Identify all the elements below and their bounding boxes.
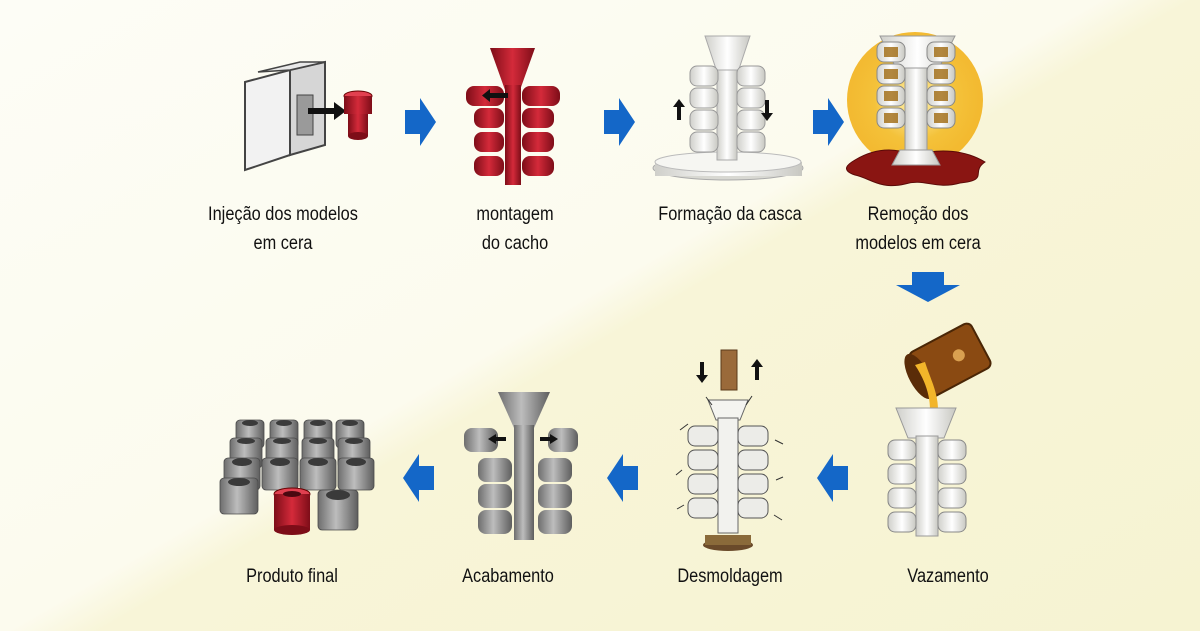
- step-label-knockout: Desmoldagem: [677, 566, 783, 587]
- step-label-pouring: Vazamento: [907, 566, 989, 587]
- arrow-right-icon: [813, 98, 844, 146]
- ladle-pouring-icon: [887, 322, 992, 537]
- step-label-finishing: Acabamento: [462, 566, 554, 587]
- arrow-down-icon: [896, 272, 960, 302]
- step-label-dewax: Remoção dos modelos em cera: [855, 204, 981, 254]
- step-label-assembly: montagem do cacho: [476, 204, 554, 254]
- metal-tree-cutting-icon: [464, 392, 578, 540]
- step-label-shell: Formação da casca: [658, 204, 802, 225]
- finished-parts-icon: [219, 419, 375, 535]
- dewax-melting-icon: [846, 32, 986, 187]
- arrow-left-icon: [607, 454, 638, 502]
- wax-tree-icon: [466, 48, 560, 185]
- step-label-injection: Injeção dos modelos em cera: [208, 204, 358, 254]
- step-label-final: Produto final: [246, 566, 338, 587]
- ceramic-shell-tree-icon: [652, 35, 804, 181]
- arrow-right-icon: [405, 98, 436, 146]
- arrow-left-icon: [403, 454, 434, 502]
- arrow-right-icon: [604, 98, 635, 146]
- wax-injection-die-icon: [244, 60, 373, 172]
- shell-knockout-icon: [675, 349, 784, 551]
- arrow-left-icon: [817, 454, 848, 502]
